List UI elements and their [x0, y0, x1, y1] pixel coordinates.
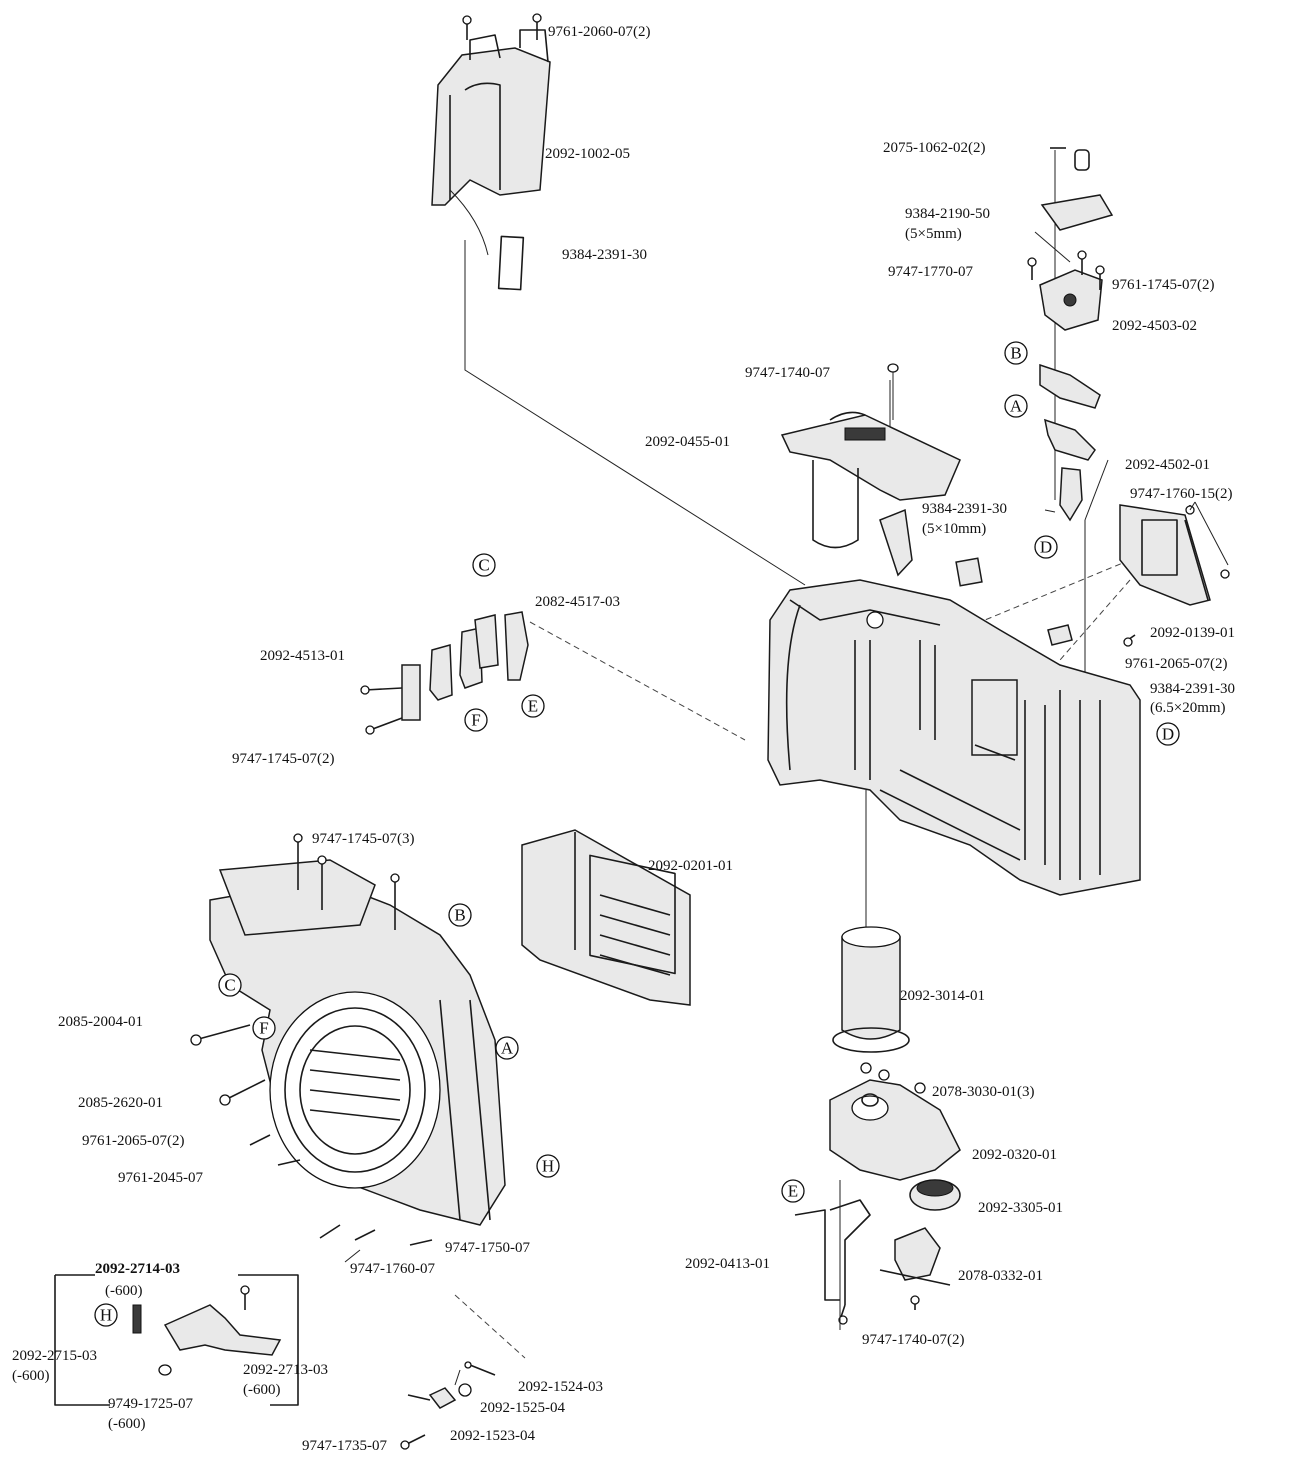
part-label: 2092-4502-01 [1125, 457, 1210, 473]
ref-marker-a-bottom: A [495, 1036, 519, 1060]
part-label: 2092-3014-01 [900, 988, 985, 1004]
ref-marker-d-top: D [1034, 535, 1058, 559]
part-label: 2092-3305-01 [978, 1200, 1063, 1216]
part-label: 2092-0320-01 [972, 1147, 1057, 1163]
ref-marker-e-bottom: E [781, 1179, 805, 1203]
part-label: 2092-1002-05 [545, 146, 630, 162]
ref-marker-a-top: A [1004, 394, 1028, 418]
ref-marker-f-top: F [464, 708, 488, 732]
part-label: 9747-1745-07(3) [312, 831, 414, 847]
part-label: 2092-0455-01 [645, 434, 730, 450]
mirror-box-cover-part [431, 13, 551, 291]
part-label: 9749-1725-07 [108, 1396, 193, 1412]
part-label: 9747-1740-07(2) [862, 1332, 964, 1348]
part-label: (5×10mm) [922, 521, 986, 537]
part-label: (-600) [105, 1283, 143, 1299]
part-label: 9384-2391-30 [562, 247, 647, 263]
svg-text:H: H [542, 1157, 554, 1176]
svg-text:F: F [259, 1019, 268, 1038]
part-label: 9747-1760-07 [350, 1261, 435, 1277]
part-label: 2075-1062-02(2) [883, 140, 985, 156]
gear-assembly-part [829, 1062, 961, 1310]
svg-text:A: A [1010, 397, 1023, 416]
ref-marker-b-top: B [1004, 341, 1028, 365]
part-label: 9747-1735-07 [302, 1438, 387, 1454]
part-label: 9747-1745-07(2) [232, 751, 334, 767]
ref-marker-c-bottom: C [218, 973, 242, 997]
part-label: 2092-0413-01 [685, 1256, 770, 1272]
top-plate-part [780, 363, 961, 577]
ref-marker-h-right: H [536, 1154, 560, 1178]
svg-text:B: B [454, 906, 465, 925]
svg-text:H: H [100, 1306, 112, 1325]
part-label: 2092-1525-04 [480, 1400, 565, 1416]
ref-marker-h-left: H [94, 1303, 118, 1327]
ref-marker-b-bottom: B [448, 903, 472, 927]
part-label: (-600) [12, 1368, 50, 1384]
part-label: 2078-3030-01(3) [932, 1084, 1034, 1100]
svg-text:E: E [528, 697, 538, 716]
svg-text:F: F [471, 711, 480, 730]
part-label: (6.5×20mm) [1150, 700, 1226, 716]
svg-text:C: C [478, 556, 489, 575]
svg-text:A: A [501, 1039, 514, 1058]
part-label: 2078-0332-01 [958, 1268, 1043, 1284]
spring-parts [400, 1361, 496, 1450]
part-label: 2092-0201-01 [648, 858, 733, 874]
part-label: 9384-2190-50 [905, 206, 990, 222]
svg-text:D: D [1162, 725, 1174, 744]
contact-plates-part [1027, 147, 1114, 522]
part-label: 9384-2391-30 [922, 501, 1007, 517]
leader-lines [344, 29, 1229, 1386]
ref-marker-d-right: D [1156, 722, 1180, 746]
part-label: 9761-2045-07 [118, 1170, 203, 1186]
part-label: 9761-2065-07(2) [1125, 656, 1227, 672]
lever-assembly-part [54, 1274, 299, 1406]
bracket-part [794, 1180, 871, 1330]
part-label: 2092-2715-03 [12, 1348, 97, 1364]
part-label: 9747-1750-07 [445, 1240, 530, 1256]
part-label: 2092-2714-03 [95, 1261, 180, 1277]
mirror-box-part [190, 833, 506, 1246]
part-label: 2092-4513-01 [260, 648, 345, 664]
svg-text:B: B [1010, 344, 1021, 363]
part-label: 9747-1760-15(2) [1130, 486, 1232, 502]
part-label: 2092-4503-02 [1112, 318, 1197, 334]
part-label: (-600) [243, 1382, 281, 1398]
part-labels: 9761-2060-07(2) 2092-1002-05 9384-2391-3… [12, 24, 1235, 1454]
part-label: 2092-2713-03 [243, 1362, 328, 1378]
part-label: 2082-4517-03 [535, 594, 620, 610]
ref-marker-f-bottom: F [252, 1016, 276, 1040]
part-label: 9761-1745-07(2) [1112, 277, 1214, 293]
part-label: 9761-2065-07(2) [82, 1133, 184, 1149]
camera-body-part [767, 557, 1141, 896]
sleeve-part [832, 926, 910, 1053]
ref-marker-c-top: C [472, 553, 496, 577]
part-label: 2092-1523-04 [450, 1428, 535, 1444]
part-label: 9747-1740-07 [745, 365, 830, 381]
shutter-unit-part [521, 829, 691, 1006]
svg-text:C: C [224, 976, 235, 995]
svg-text:E: E [788, 1182, 798, 1201]
part-label: 2092-0139-01 [1150, 625, 1235, 641]
reference-markers: B A D D C E F B [94, 341, 1180, 1327]
part-label: 2092-1524-03 [518, 1379, 603, 1395]
part-label: 2085-2004-01 [58, 1014, 143, 1030]
part-label: 9384-2391-30 [1150, 681, 1235, 697]
part-label: (-600) [108, 1416, 146, 1432]
switch-plates-part [360, 611, 529, 735]
back-plate-part [1119, 504, 1230, 647]
part-label: (5×5mm) [905, 226, 962, 242]
ref-marker-e-top: E [521, 694, 545, 718]
part-label: 9761-2060-07(2) [548, 24, 650, 40]
part-label: 9747-1770-07 [888, 264, 973, 280]
svg-text:D: D [1040, 538, 1052, 557]
part-label: 2085-2620-01 [78, 1095, 163, 1111]
